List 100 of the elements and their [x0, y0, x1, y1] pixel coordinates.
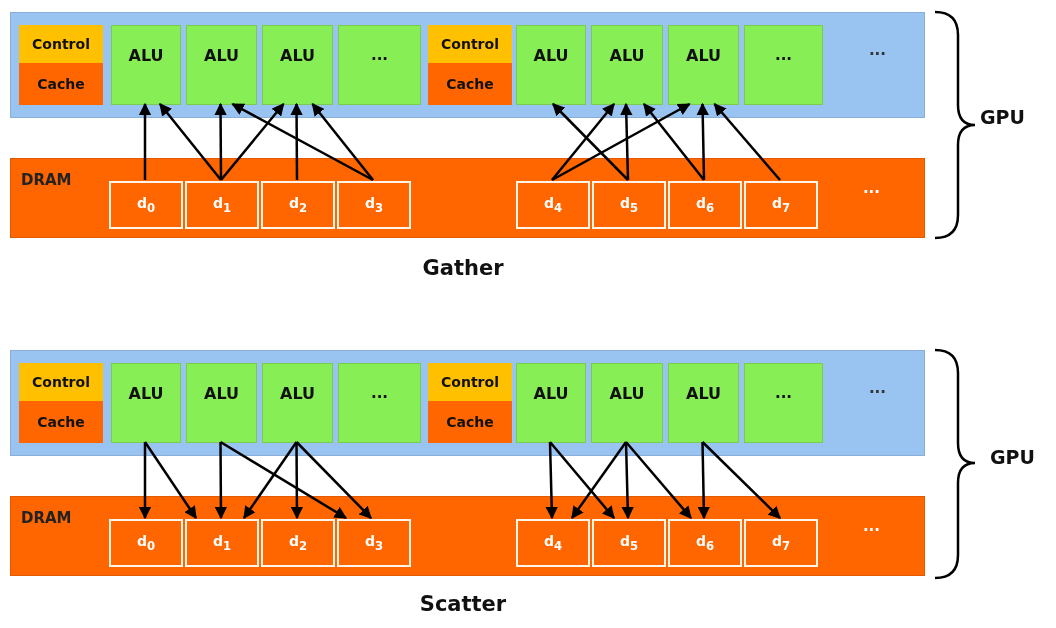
memory-cell	[185, 519, 259, 567]
alu-box	[668, 363, 739, 443]
cell-label: d$_{1}$	[212, 195, 232, 215]
alu-label: ALU	[533, 384, 569, 403]
arrow	[621, 441, 634, 520]
memory-cell	[744, 519, 818, 567]
cache-box	[428, 401, 512, 443]
alu-label: ALU	[686, 46, 721, 65]
memory-cell	[337, 181, 411, 229]
ellipsis-text: ...	[862, 179, 880, 197]
ellipsis-box	[338, 25, 421, 105]
alu-label: ALU	[533, 46, 569, 65]
alu-label: ALU	[280, 46, 315, 65]
cell-label: d$_{5}$	[619, 195, 639, 215]
arrow	[242, 441, 298, 520]
cell-label: d$_{7}$	[771, 195, 791, 215]
gpu-band	[10, 12, 925, 118]
alu-label: ALU	[128, 46, 164, 65]
arrow	[219, 440, 348, 520]
alu-box	[186, 363, 257, 443]
arrow	[696, 102, 709, 181]
cache-box	[19, 63, 103, 105]
cell-label: d$_{6}$	[695, 533, 715, 553]
arrow	[290, 442, 304, 520]
cell-label: d$_{4}$	[543, 195, 563, 215]
cache-box	[19, 401, 103, 443]
memory-cell	[516, 181, 590, 229]
alu-box	[111, 25, 181, 105]
alu-box	[516, 363, 586, 443]
memory-cell	[109, 519, 183, 567]
dram-label: DRAM	[21, 171, 72, 189]
dram-label: DRAM	[21, 509, 72, 527]
alu-box	[186, 25, 257, 105]
ellipsis-box	[744, 363, 823, 443]
alu-label: ALU	[204, 384, 239, 403]
gpu-band	[10, 350, 925, 456]
control-box	[19, 363, 103, 401]
alu-box	[591, 25, 663, 105]
arrow	[220, 103, 285, 181]
arrow	[620, 102, 633, 181]
panel-title: Scatter	[419, 592, 507, 616]
alu-label: ALU	[609, 46, 645, 65]
cell-label: d$_{0}$	[136, 195, 156, 215]
ellipsis-text: ...	[862, 517, 880, 535]
arrow	[311, 103, 374, 181]
arrow	[551, 102, 691, 182]
cache-box	[428, 63, 512, 105]
ellipsis-box	[338, 363, 421, 443]
memory-cell	[261, 519, 335, 567]
arrow	[138, 102, 152, 180]
control-label: Control	[441, 374, 499, 390]
cache-label: Cache	[446, 76, 494, 92]
cell-label: d$_{4}$	[543, 533, 563, 553]
arrow	[143, 441, 198, 520]
arrow	[713, 103, 781, 181]
cell-label: d$_{2}$	[288, 533, 308, 553]
panel-title: Gather	[422, 256, 504, 280]
gpu-label: GPU	[980, 106, 1025, 128]
gpu-label: GPU	[990, 446, 1035, 468]
memory-cell	[261, 181, 335, 229]
cell-label: d$_{3}$	[364, 533, 384, 553]
memory-cell	[744, 181, 818, 229]
cell-label: d$_{7}$	[771, 533, 791, 553]
arrow	[214, 102, 227, 180]
alu-box	[591, 363, 663, 443]
ellipsis-text: ...	[774, 384, 793, 402]
memory-cell	[516, 519, 590, 567]
cell-label: d$_{6}$	[695, 195, 715, 215]
arrow	[697, 441, 711, 520]
alu-label: ALU	[204, 46, 239, 65]
control-label: Control	[441, 36, 499, 52]
alu-label: ALU	[128, 384, 164, 403]
arrow	[552, 103, 629, 181]
control-box	[19, 25, 103, 63]
control-label: Control	[32, 374, 90, 390]
arrow	[290, 102, 303, 180]
memory-cell	[668, 181, 742, 229]
cache-label: Cache	[37, 414, 85, 430]
cell-label: d$_{2}$	[288, 195, 308, 215]
arrow	[625, 441, 692, 519]
cache-label: Cache	[446, 414, 494, 430]
arrow	[549, 441, 615, 519]
ellipsis-box	[744, 25, 823, 105]
arrow	[138, 442, 152, 520]
arrow	[701, 441, 781, 519]
cache-label: Cache	[37, 76, 85, 92]
alu-box	[516, 25, 586, 105]
arrow	[214, 442, 228, 520]
alu-label: ALU	[280, 384, 315, 403]
cell-label: d$_{5}$	[619, 533, 639, 553]
arrow	[643, 103, 705, 181]
arrow	[571, 441, 627, 519]
arrow	[545, 441, 558, 520]
alu-box	[111, 363, 181, 443]
control-label: Control	[32, 36, 90, 52]
ellipsis-text: ...	[774, 46, 793, 64]
arrow	[159, 103, 222, 181]
ellipsis-text: ...	[370, 384, 389, 402]
memory-cell	[185, 181, 259, 229]
alu-box	[668, 25, 739, 105]
